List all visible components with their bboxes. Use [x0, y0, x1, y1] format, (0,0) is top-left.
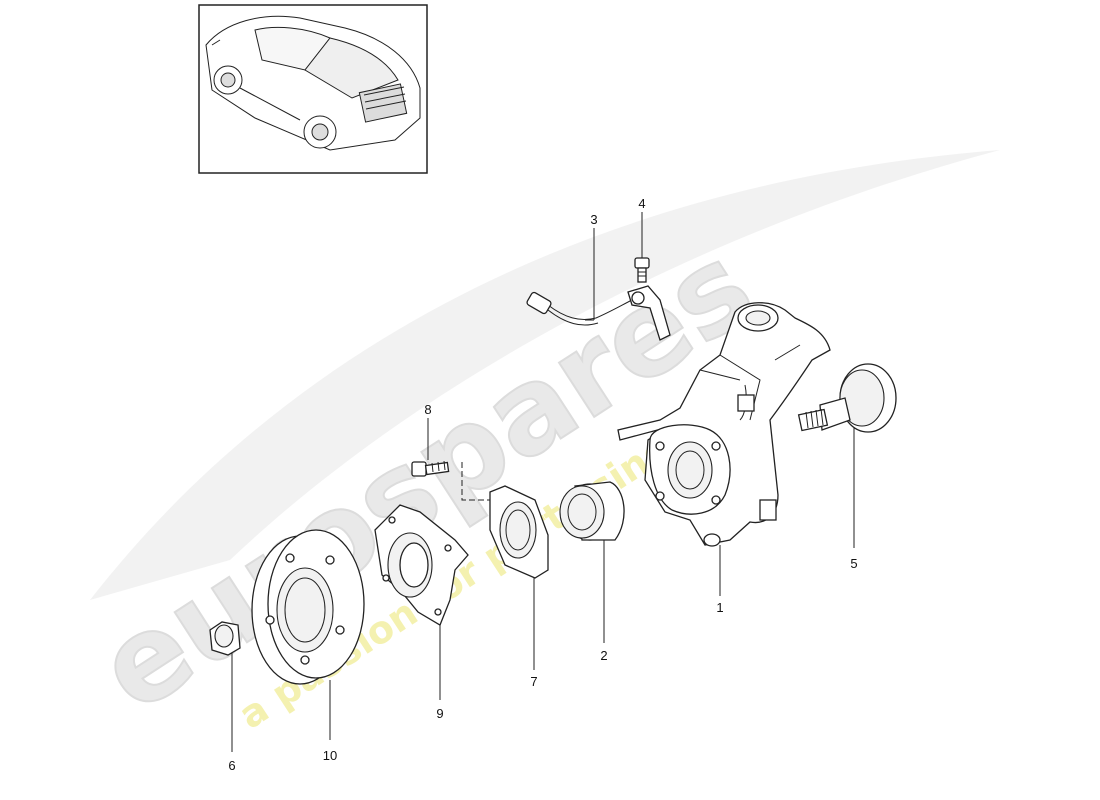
porsche-911-coupe-icon	[205, 15, 421, 151]
callout-5: 5	[850, 556, 857, 571]
callout-7: 7	[530, 674, 537, 689]
callout-6: 6	[228, 758, 235, 773]
callout-2: 2	[600, 648, 607, 663]
part-6-wheel-nut	[209, 621, 241, 656]
vehicle-thumbnail	[198, 4, 428, 174]
part-3-speed-sensor	[526, 285, 671, 341]
part-4-screw	[634, 257, 650, 283]
part-9-drive-flange	[374, 504, 469, 626]
callout-8: 8	[424, 402, 431, 417]
watermark-swoosh	[90, 150, 1000, 600]
callout-10: 10	[323, 748, 337, 763]
part-5-drive-shaft	[797, 363, 897, 433]
callout-3: 3	[590, 212, 597, 227]
callout-1: 1	[716, 600, 723, 615]
part-8-bolt	[411, 460, 450, 477]
callout-4: 4	[638, 196, 645, 211]
callout-labels: 3 4 8 5 1 2 7 9 10 6	[228, 196, 857, 773]
part-2-wheel-bearing	[559, 481, 625, 541]
part-7-cover-plate	[489, 485, 549, 579]
part-1-wheel-carrier	[617, 302, 831, 547]
callout-9: 9	[436, 706, 443, 721]
part-10-brake-disc	[251, 529, 365, 685]
